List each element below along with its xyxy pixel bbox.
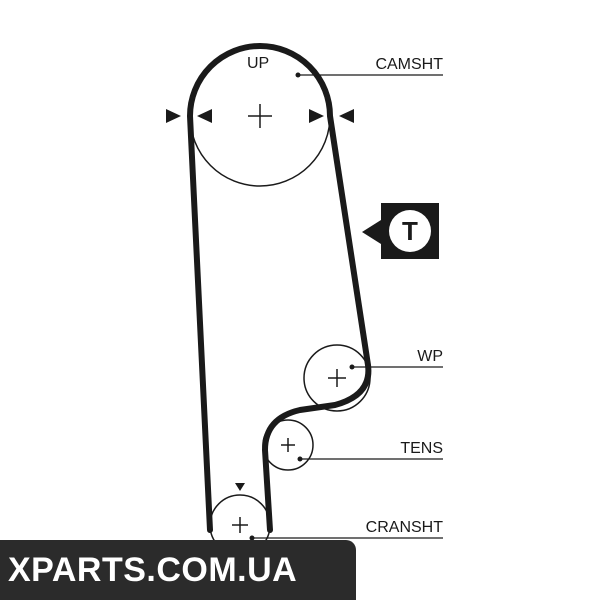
watermark-text: XPARTS.COM.UA [8,550,298,589]
water-pump-leader [349,364,443,370]
tension-marker: T [362,203,439,259]
tensioner-center-cross-icon [281,438,295,452]
crank-mark-arrow-icon [235,483,245,491]
tension-marker-arrow-icon [362,220,381,244]
tension-marker-circle-icon [389,210,431,252]
crankshaft-center-cross-icon [232,517,248,533]
watermark-banner: XPARTS.COM.UA [0,540,356,600]
mark-arrow-right-outer-icon [339,109,354,123]
crankshaft-leader [249,535,443,541]
tensioner-label: TENS [400,440,443,457]
tension-marker-label: T [402,216,418,246]
camshaft-label: CAMSHT [375,56,443,73]
timing-belt [187,43,372,533]
water-pump-label: WP [417,348,443,365]
mark-arrow-left-outer-icon [166,109,181,123]
mark-arrow-right-inner-icon [309,109,324,123]
camshaft-center-cross-icon [248,104,272,128]
crankshaft-label: CRANSHT [366,519,444,536]
tensioner-leader [297,456,443,462]
water-pump-center-cross-icon [328,369,346,387]
up-label: UP [247,55,269,72]
camshaft-leader [295,72,443,78]
mark-arrow-left-inner-icon [197,109,212,123]
